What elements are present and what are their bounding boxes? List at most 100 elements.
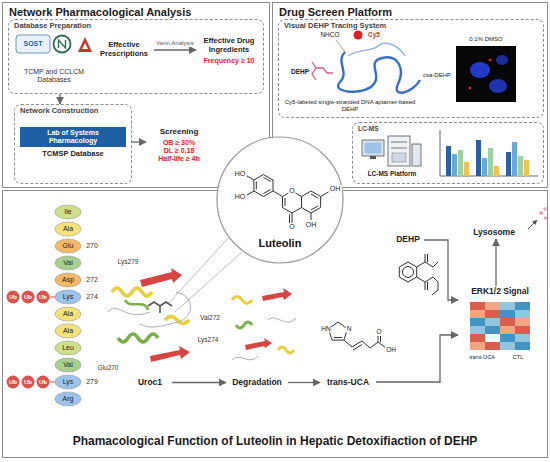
lcms-instrument xyxy=(391,142,407,143)
residue-number: 272 xyxy=(86,276,98,284)
amino-acid-chain xyxy=(55,324,81,338)
protein-structure xyxy=(118,334,158,342)
flow-arrow xyxy=(288,382,320,383)
database-label: TCMP and CCLCM Databases xyxy=(10,62,98,90)
cell-image xyxy=(489,59,492,62)
trans-uca-structure xyxy=(334,337,342,338)
heatmap-column: CTL xyxy=(513,354,523,360)
vesicle-release xyxy=(544,216,547,219)
protein-structure xyxy=(108,308,150,314)
step-label: Effective Prescriptions xyxy=(94,36,154,64)
pathway-label: trans-UCA xyxy=(320,376,376,389)
heatmap xyxy=(500,342,515,350)
instrument-label: LC-MS Platform xyxy=(368,170,417,177)
dehp-structure xyxy=(399,262,416,282)
aptamer-figure xyxy=(338,52,420,93)
pathway-label: ERK1/2 Signal xyxy=(458,286,542,374)
criteria-block: ScreeningOB ≥ 30%DL ≥ 0.18Half-life ≥ 4h xyxy=(146,110,212,180)
amino-acid: Ile xyxy=(64,208,71,216)
cell-image xyxy=(470,62,490,78)
ubiquitin-tag xyxy=(7,291,20,304)
pathway-label: DEHP xyxy=(392,233,424,246)
bar-chart xyxy=(512,142,517,176)
heatmap xyxy=(500,302,515,310)
ubiquitin-tag: Ub xyxy=(39,294,47,301)
pathway-label-text: trans-UCA xyxy=(327,378,369,388)
database-logo xyxy=(54,36,71,53)
ubiquitin-tag: Ub xyxy=(9,294,17,301)
residue-number: 274 xyxy=(86,293,98,301)
dye-label: Cy5 xyxy=(368,31,380,38)
pathway-label-text: ERK1/2 Signal xyxy=(471,287,529,297)
bar-chart xyxy=(440,130,538,176)
amino-acid-chain xyxy=(55,392,81,406)
amino-acid-chain xyxy=(55,256,81,270)
ubiquitin-tag: Ub xyxy=(24,379,32,386)
aptamer-figure xyxy=(354,31,363,40)
vesicle-release xyxy=(543,207,546,210)
compound-circle: Luteolin xyxy=(216,136,344,264)
cell-image xyxy=(456,46,516,102)
leader-line xyxy=(168,236,230,304)
flow-arrow xyxy=(132,141,146,142)
amino-acid: Ala xyxy=(63,310,73,318)
ubiquitin-tag xyxy=(22,376,35,389)
dehp-structure xyxy=(417,277,438,295)
aptamer-figure xyxy=(312,62,333,80)
heatmap xyxy=(470,302,485,310)
residue-label: Lys279 xyxy=(117,258,140,265)
protein-structure xyxy=(140,268,182,287)
heatmap xyxy=(500,334,515,342)
compound-circle-text: Luteolin xyxy=(259,237,302,250)
residue-label: Val272 xyxy=(199,314,221,321)
dashed-group-text: Visual DEHP Tracing System xyxy=(284,22,538,31)
heatmap xyxy=(470,318,485,326)
ubiquitin-tag: Ub xyxy=(24,294,32,301)
amino-acid-chain xyxy=(55,273,81,287)
bar-chart xyxy=(506,152,511,176)
flow-arrow xyxy=(172,382,226,383)
flow-arrow xyxy=(495,239,496,286)
cell-image xyxy=(456,46,516,102)
panel-frame-text: Drug Screen Platform xyxy=(279,6,541,19)
trans-uca-structure xyxy=(329,322,387,350)
ubiquitin-tag: Ub xyxy=(9,379,17,386)
lcms-instrument xyxy=(370,156,376,159)
lcms-instrument xyxy=(412,144,421,166)
ubiquitin-tag: Ub xyxy=(39,379,47,386)
bar-chart xyxy=(476,140,481,176)
amino-acid: Asp xyxy=(62,276,74,284)
criteria-block-text: Screening xyxy=(160,127,199,136)
trans-uca-structure xyxy=(353,345,362,351)
database-logo xyxy=(59,40,66,48)
trans-uca-structure xyxy=(378,336,381,342)
step-label: Effective Drug IngredientsFrequency ≥ 10 xyxy=(196,28,262,74)
bar-chart xyxy=(488,148,493,176)
dehp-structure xyxy=(403,267,414,278)
bar-chart xyxy=(446,146,451,176)
protein-structure xyxy=(112,288,152,296)
vesicle-release xyxy=(539,211,543,215)
degradation-fragments xyxy=(262,288,292,301)
criteria-block-text: OB ≥ 30% xyxy=(163,139,195,147)
atom-label: O xyxy=(375,328,382,335)
heatmap xyxy=(500,318,515,326)
amino-acid-chain xyxy=(55,375,81,389)
lcms-instrument xyxy=(365,143,382,154)
aptamer-figure xyxy=(312,31,420,93)
amino-acid-chain xyxy=(55,290,81,304)
panel-frame: Network Pharmacological AnalysisDatabase… xyxy=(2,2,270,188)
ubiquitin-tag xyxy=(37,291,50,304)
cell-image xyxy=(496,55,508,65)
ubiquitin-tag xyxy=(50,297,56,298)
residue-label: Lys274 xyxy=(197,336,220,343)
database-logo xyxy=(16,35,92,53)
degradation-fragments xyxy=(232,288,296,360)
pathway-label: Lysosome xyxy=(462,226,526,239)
dashed-group: LC-MS xyxy=(352,122,544,184)
bar-chart xyxy=(440,130,538,176)
luteolin-structure xyxy=(244,175,330,224)
amino-acid: Val xyxy=(63,361,73,369)
luteolin-structure xyxy=(256,177,318,210)
degradation-fragments xyxy=(268,318,296,322)
